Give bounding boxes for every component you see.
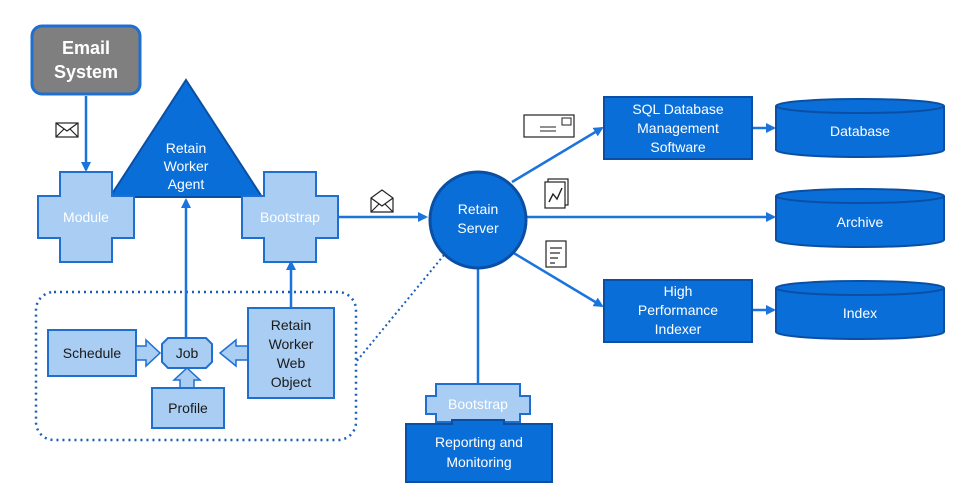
envelope-open-icon: [370, 189, 394, 213]
retain-worker-agent-node[interactable]: Retain Worker Agent: [108, 78, 264, 198]
reporting-label-1: Reporting and: [435, 434, 523, 450]
bootstrap-top-node[interactable]: Bootstrap: [241, 171, 339, 263]
database-node[interactable]: Database: [775, 98, 945, 158]
archive-label: Archive: [837, 214, 884, 230]
server-label-1: Retain: [458, 201, 498, 217]
webobject-label-1: Retain: [271, 317, 311, 333]
schedule-label: Schedule: [63, 345, 122, 361]
database-label: Database: [830, 123, 890, 139]
email-system-node[interactable]: Email System: [30, 24, 142, 96]
profile-node[interactable]: Profile: [151, 387, 225, 429]
worker-group-container: [34, 290, 358, 442]
archive-node[interactable]: Archive: [775, 188, 945, 248]
connector-server-group-dotted: [355, 254, 445, 363]
bootstrap-bottom-label: Bootstrap: [448, 396, 508, 412]
hpi-label-3: Indexer: [655, 321, 702, 337]
email-system-label-2: System: [54, 62, 118, 82]
sql-label-1: SQL Database: [632, 101, 724, 117]
agent-label-3: Agent: [168, 176, 205, 192]
envelope-icon: [55, 122, 79, 138]
schedule-node[interactable]: Schedule: [47, 329, 137, 377]
arrow-webobject-job: [218, 338, 249, 368]
server-label-2: Server: [457, 220, 499, 236]
module-node[interactable]: Module: [37, 171, 135, 263]
document-list-icon: [545, 240, 567, 268]
index-label: Index: [843, 305, 877, 321]
sql-label-2: Management: [637, 120, 719, 136]
job-node[interactable]: Job: [161, 337, 213, 369]
letter-icon: [523, 114, 575, 138]
webobject-label-3: Web: [277, 355, 306, 371]
agent-label-1: Retain: [166, 140, 206, 156]
retain-server-node[interactable]: Retain Server: [428, 170, 528, 270]
job-label: Job: [176, 345, 199, 361]
hpi-node[interactable]: High Performance Indexer: [603, 279, 753, 343]
index-node[interactable]: Index: [775, 280, 945, 340]
profile-label: Profile: [168, 400, 208, 416]
agent-label-2: Worker: [164, 158, 209, 174]
sql-label-3: Software: [650, 139, 705, 155]
reporting-label-2: Monitoring: [446, 454, 511, 470]
bootstrap-top-label: Bootstrap: [260, 209, 320, 225]
connector-server-sql: [511, 126, 604, 184]
module-label: Module: [63, 209, 109, 225]
report-chart-icon: [544, 178, 569, 209]
web-object-node[interactable]: Retain Worker Web Object: [247, 307, 335, 399]
webobject-label-2: Worker: [269, 336, 314, 352]
connector-server-hpi: [511, 250, 604, 308]
hpi-label-2: Performance: [638, 302, 718, 318]
reporting-node[interactable]: Reporting and Monitoring: [405, 419, 553, 483]
hpi-label-1: High: [664, 283, 693, 299]
arrow-schedule-job: [135, 338, 162, 368]
bootstrap-bottom-node[interactable]: Bootstrap: [425, 383, 531, 423]
arrow-profile-job: [172, 366, 202, 389]
webobject-label-4: Object: [271, 374, 312, 390]
email-system-label-1: Email: [62, 38, 110, 58]
sql-dbms-node[interactable]: SQL Database Management Software: [603, 96, 753, 160]
